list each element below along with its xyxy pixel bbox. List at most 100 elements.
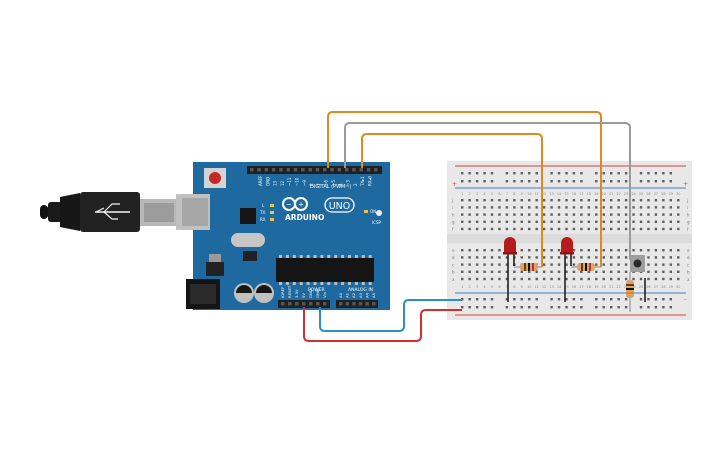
breadboard-hole[interactable] xyxy=(595,220,598,223)
breadboard-hole[interactable] xyxy=(528,227,531,231)
breadboard-hole[interactable] xyxy=(602,306,605,309)
breadboard-hole[interactable] xyxy=(662,277,665,281)
breadboard-hole[interactable] xyxy=(535,249,538,252)
breadboard-hole[interactable] xyxy=(475,298,479,301)
breadboard-hole[interactable] xyxy=(520,249,523,252)
breadboard-hole[interactable] xyxy=(580,220,583,223)
breadboard-hole[interactable] xyxy=(624,249,628,252)
breadboard-hole[interactable] xyxy=(528,277,531,281)
power-header-hole[interactable] xyxy=(288,302,292,306)
breadboard-hole[interactable] xyxy=(513,227,516,231)
analog-header-hole[interactable] xyxy=(365,302,369,306)
breadboard-hole[interactable] xyxy=(528,220,531,223)
breadboard-hole[interactable] xyxy=(624,270,628,273)
breadboard-hole[interactable] xyxy=(550,298,553,301)
breadboard-hole[interactable] xyxy=(624,227,628,231)
breadboard-hole[interactable] xyxy=(610,249,613,252)
breadboard-hole[interactable] xyxy=(602,270,605,273)
breadboard-hole[interactable] xyxy=(595,180,598,183)
breadboard-hole[interactable] xyxy=(468,277,471,281)
breadboard-hole[interactable] xyxy=(632,206,635,209)
breadboard-hole[interactable] xyxy=(617,227,620,231)
breadboard-hole[interactable] xyxy=(535,227,538,231)
breadboard-hole[interactable] xyxy=(647,227,650,231)
breadboard-hole[interactable] xyxy=(461,220,464,223)
breadboard-hole[interactable] xyxy=(535,270,538,273)
breadboard-hole[interactable] xyxy=(654,199,658,202)
digital-header-hole[interactable] xyxy=(301,168,305,172)
breadboard-hole[interactable] xyxy=(483,213,486,216)
breadboard-hole[interactable] xyxy=(468,206,471,209)
breadboard-hole[interactable] xyxy=(617,263,620,266)
breadboard-hole[interactable] xyxy=(632,199,635,202)
wire-blue-gnd[interactable] xyxy=(319,299,462,332)
digital-header-hole[interactable] xyxy=(250,168,254,172)
breadboard-hole[interactable] xyxy=(565,199,568,202)
breadboard-hole[interactable] xyxy=(677,263,680,266)
breadboard-hole[interactable] xyxy=(669,227,672,231)
breadboard-hole[interactable] xyxy=(505,220,509,223)
breadboard-hole[interactable] xyxy=(557,227,561,231)
breadboard-hole[interactable] xyxy=(610,199,613,202)
breadboard-hole[interactable] xyxy=(490,298,494,301)
breadboard-hole[interactable] xyxy=(632,249,635,252)
breadboard-hole[interactable] xyxy=(483,206,486,209)
breadboard-hole[interactable] xyxy=(572,206,576,209)
breadboard-hole[interactable] xyxy=(475,227,479,231)
breadboard-hole[interactable] xyxy=(557,199,561,202)
breadboard-hole[interactable] xyxy=(513,277,516,281)
breadboard-hole[interactable] xyxy=(490,220,494,223)
breadboard-hole[interactable] xyxy=(595,256,598,259)
breadboard-hole[interactable] xyxy=(557,270,561,273)
breadboard-hole[interactable] xyxy=(639,180,643,183)
breadboard-hole[interactable] xyxy=(647,213,650,216)
breadboard-hole[interactable] xyxy=(490,277,494,281)
breadboard-hole[interactable] xyxy=(520,298,523,301)
breadboard-hole[interactable] xyxy=(595,263,598,266)
breadboard-hole[interactable] xyxy=(490,249,494,252)
breadboard-hole[interactable] xyxy=(572,270,576,273)
breadboard-hole[interactable] xyxy=(610,256,613,259)
breadboard-hole[interactable] xyxy=(550,220,553,223)
breadboard-hole[interactable] xyxy=(483,256,486,259)
digital-header-hole[interactable] xyxy=(257,168,261,172)
breadboard-hole[interactable] xyxy=(490,213,494,216)
breadboard-hole[interactable] xyxy=(677,206,680,209)
breadboard-hole[interactable] xyxy=(528,298,531,301)
breadboard-hole[interactable] xyxy=(654,263,658,266)
breadboard-hole[interactable] xyxy=(565,263,568,266)
breadboard-hole[interactable] xyxy=(647,298,650,301)
breadboard-hole[interactable] xyxy=(528,206,531,209)
breadboard-hole[interactable] xyxy=(647,263,650,266)
breadboard-hole[interactable] xyxy=(550,206,553,209)
breadboard-hole[interactable] xyxy=(587,270,591,273)
breadboard-hole[interactable] xyxy=(461,180,464,183)
breadboard-hole[interactable] xyxy=(505,206,509,209)
breadboard-hole[interactable] xyxy=(602,220,605,223)
breadboard-hole[interactable] xyxy=(669,220,672,223)
breadboard-hole[interactable] xyxy=(461,206,464,209)
breadboard-hole[interactable] xyxy=(610,172,613,175)
breadboard-hole[interactable] xyxy=(587,227,591,231)
breadboard-hole[interactable] xyxy=(669,298,672,301)
breadboard-hole[interactable] xyxy=(602,263,605,266)
breadboard-hole[interactable] xyxy=(662,213,665,216)
breadboard-hole[interactable] xyxy=(587,277,591,281)
breadboard-hole[interactable] xyxy=(513,172,516,175)
breadboard-hole[interactable] xyxy=(610,270,613,273)
breadboard-hole[interactable] xyxy=(580,277,583,281)
breadboard-hole[interactable] xyxy=(677,213,680,216)
breadboard-hole[interactable] xyxy=(535,180,538,183)
breadboard-hole[interactable] xyxy=(639,206,643,209)
breadboard-hole[interactable] xyxy=(610,220,613,223)
wire-orange-pin3[interactable] xyxy=(361,133,543,267)
breadboard-hole[interactable] xyxy=(617,270,620,273)
breadboard-hole[interactable] xyxy=(468,227,471,231)
breadboard-hole[interactable] xyxy=(513,199,516,202)
breadboard-hole[interactable] xyxy=(461,263,464,266)
breadboard-hole[interactable] xyxy=(595,227,598,231)
breadboard-hole[interactable] xyxy=(498,256,501,259)
breadboard-hole[interactable] xyxy=(669,277,672,281)
breadboard-hole[interactable] xyxy=(520,270,523,273)
breadboard-hole[interactable] xyxy=(639,220,643,223)
